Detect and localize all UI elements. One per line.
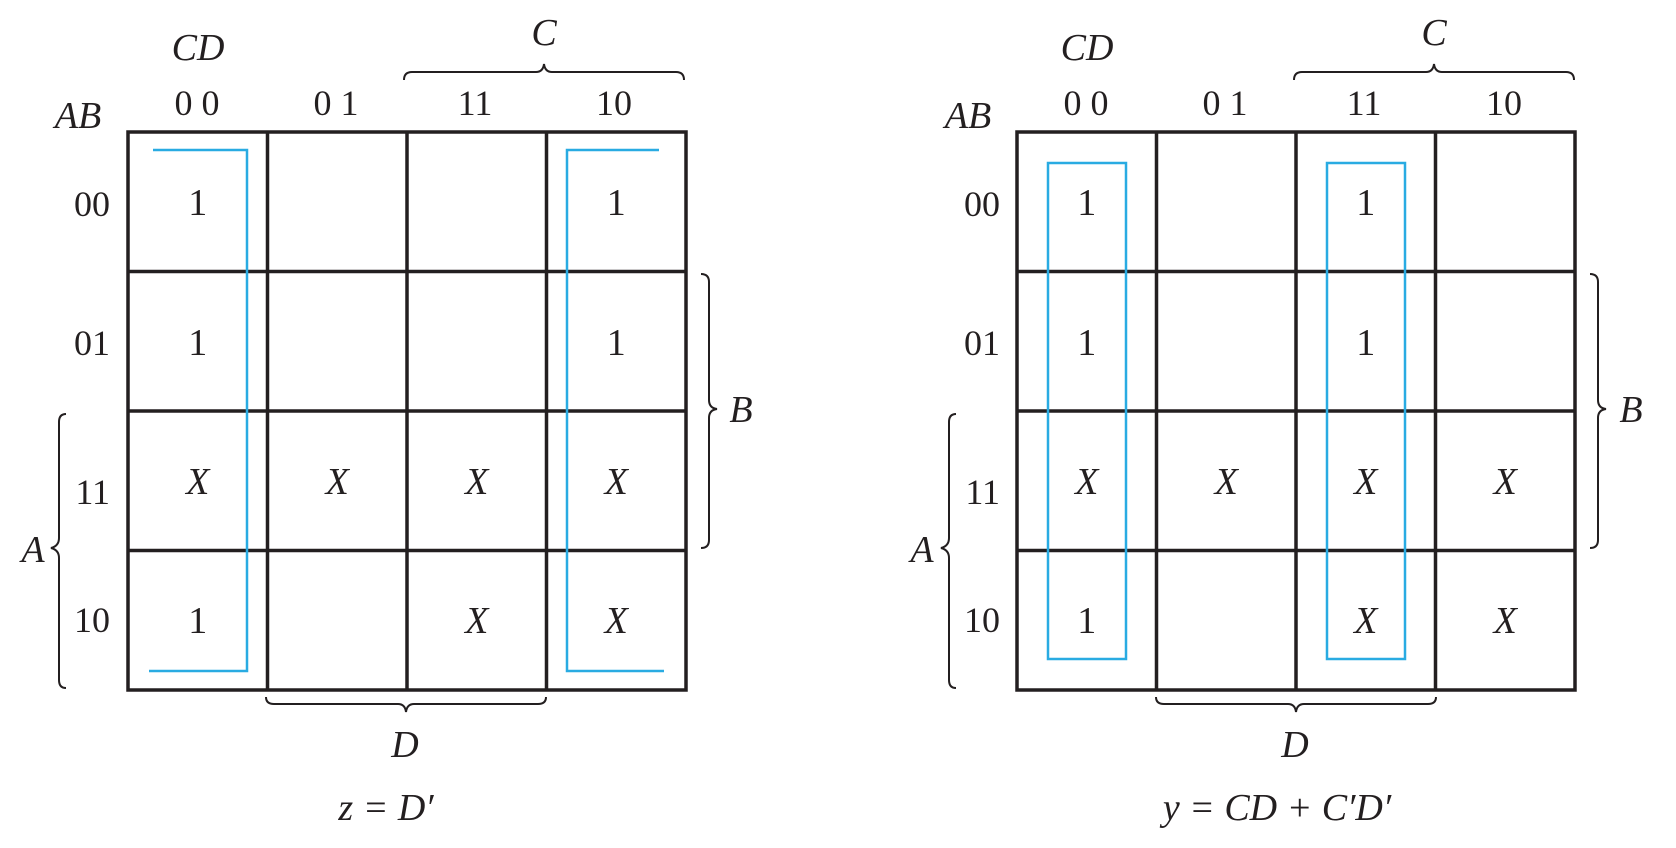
- kmap-cell: 1: [1356, 182, 1375, 224]
- kmap-cell: X: [463, 600, 490, 642]
- kmap-cell: X: [1492, 600, 1519, 642]
- kmap-cell: 1: [1077, 322, 1096, 364]
- brace-right: [700, 273, 718, 549]
- brace-label-right: B: [729, 389, 752, 431]
- brace-left: [50, 413, 67, 689]
- grouping-loop: [149, 148, 249, 673]
- grouping-loop: [1046, 161, 1128, 661]
- brace-label-bottom: D: [390, 724, 418, 766]
- col-header: 0 0: [1064, 83, 1109, 123]
- grouping-loop: [565, 148, 664, 673]
- col-header: 11: [1347, 83, 1382, 123]
- kmap-cell: 1: [1077, 182, 1096, 224]
- kmap-cell: 1: [1356, 322, 1375, 364]
- row-header: 11: [75, 472, 110, 512]
- expression: y = CD + C′D′: [1159, 787, 1392, 829]
- row-var-label: AB: [942, 95, 991, 137]
- grouping-loop: [1325, 161, 1407, 661]
- col-header: 0 0: [175, 83, 220, 123]
- brace-right: [1589, 273, 1607, 549]
- col-header: 0 1: [314, 83, 359, 123]
- kmap-cell: X: [1352, 600, 1379, 642]
- expression: z = D′: [337, 787, 434, 829]
- kmap-left: CD AB 0 0 0 1 11 10 00 01 11 10 1 1 1 1 …: [18, 12, 752, 829]
- row-header: 10: [74, 600, 110, 640]
- brace-label-top: C: [531, 12, 557, 54]
- kmap-cell: X: [184, 461, 211, 503]
- col-header: 11: [458, 83, 493, 123]
- row-header: 11: [965, 472, 1000, 512]
- kmap-cell: X: [324, 461, 351, 503]
- kmap-cell: X: [603, 600, 630, 642]
- brace-label-left: A: [907, 529, 934, 571]
- brace-bottom: [265, 696, 547, 713]
- col-var-label: CD: [172, 27, 225, 69]
- col-header: 10: [1486, 83, 1522, 123]
- kmap-cell: 1: [607, 182, 626, 224]
- kmap-cell: X: [1352, 461, 1379, 503]
- kmap-cell: X: [463, 461, 490, 503]
- kmap-cell: X: [603, 461, 630, 503]
- brace-top: [403, 63, 685, 81]
- brace-label-top: C: [1421, 12, 1447, 54]
- brace-left: [940, 413, 957, 689]
- kmap-cell: 1: [188, 322, 207, 364]
- row-var-label: AB: [52, 95, 101, 137]
- row-header: 00: [964, 184, 1000, 224]
- kmap-cell: X: [1073, 461, 1100, 503]
- kmap-right: CD AB 0 0 0 1 11 10 00 01 11 10 1 1 1 1 …: [907, 12, 1642, 829]
- kmap-cell: 1: [188, 182, 207, 224]
- kmap-cell: X: [1492, 461, 1519, 503]
- kmap-cell: X: [1213, 461, 1240, 503]
- col-var-label: CD: [1061, 27, 1114, 69]
- col-header: 10: [596, 83, 632, 123]
- row-header: 01: [964, 323, 1000, 363]
- kmap-cell: 1: [1077, 600, 1096, 642]
- brace-label-bottom: D: [1280, 724, 1308, 766]
- kmap-cell: 1: [607, 322, 626, 364]
- row-header: 10: [964, 600, 1000, 640]
- brace-label-right: B: [1619, 389, 1642, 431]
- brace-label-left: A: [18, 529, 45, 571]
- brace-bottom: [1155, 696, 1437, 713]
- col-header: 0 1: [1203, 83, 1248, 123]
- kmap-cell: 1: [188, 600, 207, 642]
- row-header: 01: [74, 323, 110, 363]
- brace-top: [1293, 63, 1575, 81]
- row-header: 00: [74, 184, 110, 224]
